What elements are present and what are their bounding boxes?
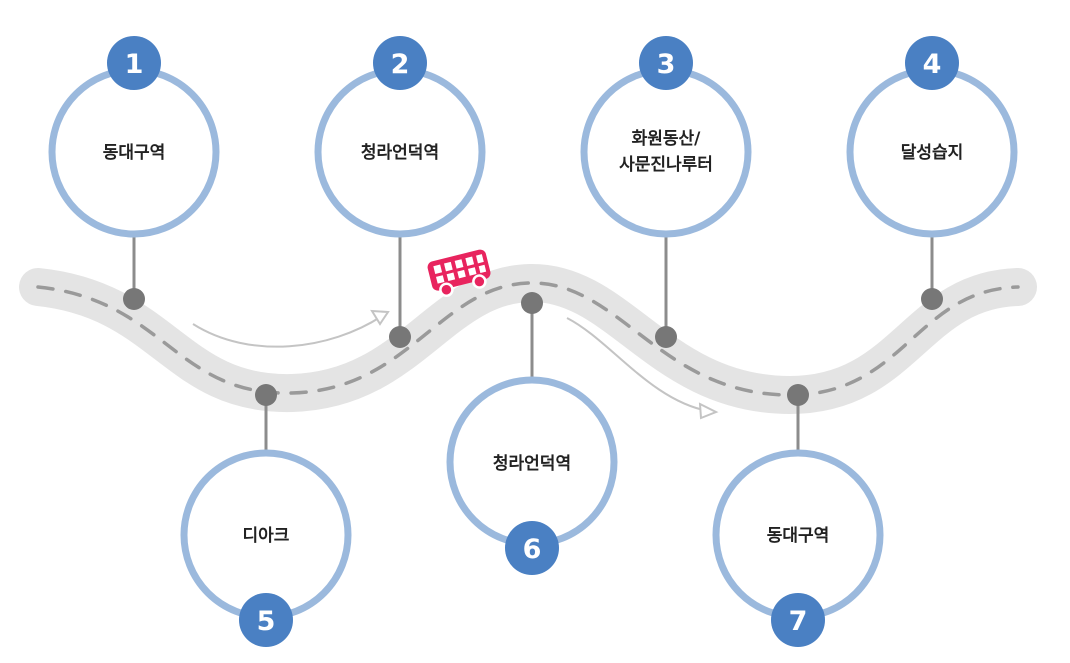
- stop-number: 4: [923, 49, 942, 80]
- direction-arrow-2: [566, 317, 709, 412]
- stop-number: 2: [391, 49, 410, 80]
- direction-arrow-1-head: [370, 309, 390, 326]
- stop-name: 달성습지: [901, 142, 964, 163]
- stop-number-badge: [905, 36, 959, 90]
- direction-arrow-2-head: [698, 402, 719, 420]
- stop-number: 1: [125, 49, 144, 80]
- stop-name: 동대구역: [767, 526, 830, 546]
- stop-number: 7: [789, 606, 808, 637]
- bus-wheel: [439, 282, 454, 298]
- bus-window: [468, 267, 477, 276]
- stop-ring: [580, 66, 752, 238]
- stop-number: 3: [657, 49, 676, 80]
- bus-wheel: [472, 274, 487, 289]
- stop-number-badge: [239, 593, 293, 647]
- road-node-6: [521, 292, 543, 314]
- direction-arrows: [192, 309, 719, 420]
- road-node-4: [921, 288, 943, 310]
- stop-number-badge: [505, 521, 559, 575]
- stop-name-line-2: 사문진나루터: [619, 155, 713, 175]
- stop-number-badge: [771, 593, 825, 647]
- bus-window: [435, 275, 445, 284]
- road-node-1: [123, 288, 145, 310]
- stop-3: 3 화원동산/ 사문진나루터: [580, 36, 752, 238]
- bus-window: [465, 256, 475, 267]
- stop-4: 4 달성습지: [846, 36, 1018, 238]
- stop-number: 5: [257, 606, 276, 637]
- stop-2: 2 청라언덕역: [314, 36, 486, 238]
- road-nodes: [123, 288, 943, 406]
- stop-5: 5 디아크: [180, 449, 352, 647]
- road-node-3: [655, 326, 677, 348]
- bus-window: [476, 254, 484, 264]
- stop-name: 디아크: [243, 526, 290, 546]
- road-node-5: [255, 384, 277, 406]
- bus-window: [433, 264, 443, 274]
- route-road: [19, 263, 1037, 415]
- stop-name: 동대구역: [103, 143, 166, 163]
- bus-window: [457, 269, 466, 279]
- stop-name: 청라언덕역: [361, 142, 439, 163]
- bus-window: [454, 259, 464, 269]
- stop-7: 7 동대구역: [712, 449, 884, 647]
- stop-number-badge: [639, 36, 693, 90]
- stop-number: 6: [523, 534, 542, 565]
- road-center-dashes: [36, 281, 1020, 397]
- stop-6: 6 청라언덕역: [446, 376, 618, 575]
- tour-bus-icon: [427, 249, 491, 298]
- bus-window: [478, 264, 487, 274]
- stop-number-badge: [107, 36, 161, 90]
- direction-arrow-1: [192, 315, 383, 348]
- bus-window: [446, 272, 456, 282]
- bus-window: [443, 261, 453, 272]
- road-node-2: [389, 326, 411, 348]
- stop-1: 1 동대구역: [48, 36, 220, 238]
- stop-name-line-1: 화원동산/: [632, 129, 702, 149]
- stop-number-badge: [373, 36, 427, 90]
- road-node-7: [787, 384, 809, 406]
- stop-name: 청라언덕역: [493, 453, 571, 474]
